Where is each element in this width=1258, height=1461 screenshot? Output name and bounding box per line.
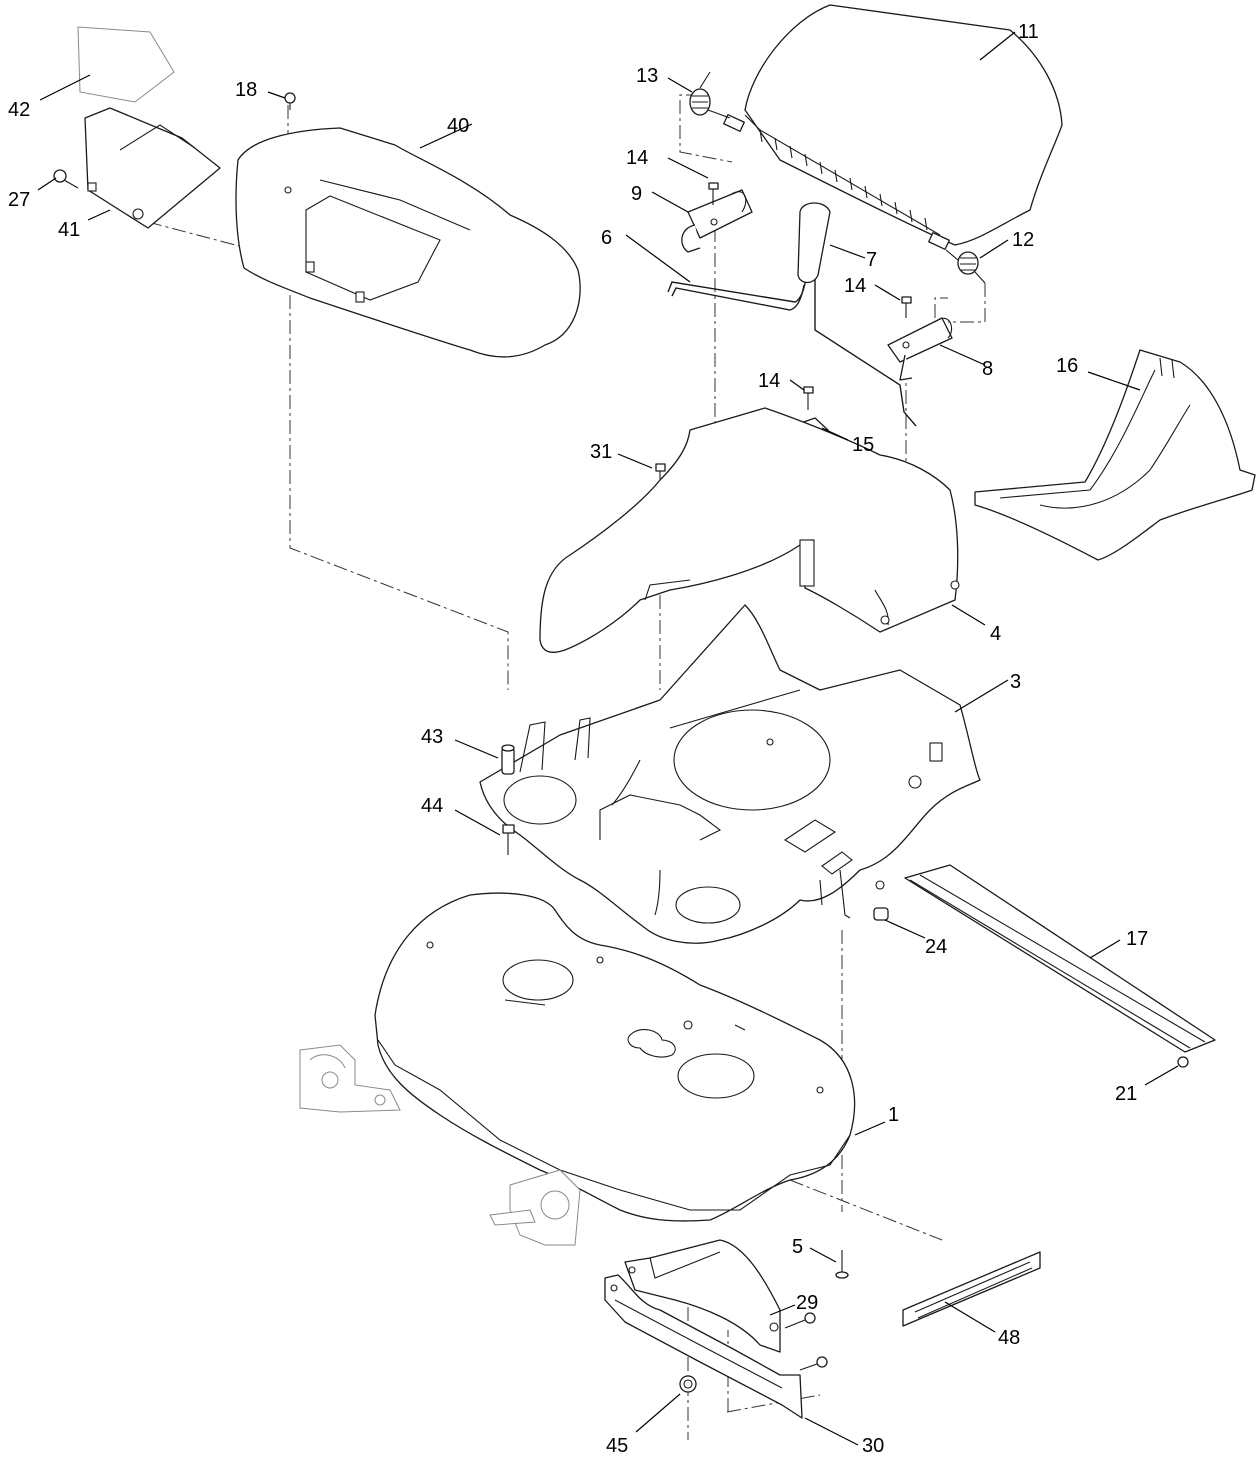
callout-21: 21: [1115, 1083, 1137, 1105]
part-17-guard-strip: [904, 864, 1216, 1053]
part-30-baffle: [604, 1274, 803, 1419]
callout-24: 24: [925, 936, 947, 958]
callout-6: 6: [601, 227, 612, 249]
part-24-bumper: [873, 907, 889, 921]
callout-41: 41: [58, 219, 80, 241]
part-43-spacer: [501, 744, 515, 775]
callout-42: 42: [8, 99, 30, 121]
part-48-decal: [902, 1251, 1041, 1327]
part-7-grip: [797, 202, 831, 284]
part-31-bolt: [655, 463, 666, 478]
callout-12: 12: [1012, 229, 1034, 251]
baffle-bolts: [784, 1312, 828, 1371]
callout-45: 45: [606, 1435, 628, 1457]
part-40-top-cover: [235, 127, 581, 358]
callout-17: 17: [1126, 928, 1148, 950]
part-1-deck-housing: [374, 892, 856, 1222]
spindle-assembly-left: [299, 1044, 401, 1113]
callout-9: 9: [631, 183, 642, 205]
callout-48: 48: [998, 1327, 1020, 1349]
callout-11: 11: [1018, 21, 1039, 43]
callout-13: 13: [636, 65, 658, 87]
callout-44: 44: [421, 795, 443, 817]
part-14-bolt-c: [803, 386, 814, 410]
part-27-bolt: [53, 169, 79, 189]
callout-27: 27: [8, 189, 30, 211]
part-5-bolt: [835, 1250, 849, 1279]
part-41-cover-plate: [84, 107, 221, 229]
callout-31: 31: [590, 441, 612, 463]
callout-30: 30: [862, 1435, 884, 1457]
callout-16: 16: [1056, 355, 1078, 377]
callout-5: 5: [792, 1236, 803, 1258]
part-16-discharge-chute: [974, 349, 1256, 561]
callout-labels: 42 27 41 18 40 11 13 14 9 6 7 12 14 8 14…: [8, 21, 1148, 1457]
part-9-bracket: [681, 189, 753, 253]
callout-14-b: 14: [844, 275, 866, 297]
callout-14-c: 14: [758, 370, 780, 392]
spindle-assembly-right: [489, 1169, 581, 1246]
part-3-mounting-plate: [479, 604, 981, 944]
part-14-bolt-a: [708, 182, 719, 205]
part-6-rod: [667, 270, 917, 427]
part-42-decal: [77, 26, 175, 103]
part-44-bolt: [502, 824, 515, 855]
callout-15: 15: [852, 434, 874, 456]
leader-lines: [37, 31, 1179, 1446]
part-14-bolt-b: [901, 296, 912, 318]
callout-3: 3: [1010, 671, 1021, 693]
callout-43: 43: [421, 726, 443, 748]
callout-4: 4: [990, 623, 1001, 645]
part-21-screw: [1177, 1056, 1189, 1068]
callout-14-a: 14: [626, 147, 648, 169]
part-13-spring: [689, 71, 731, 119]
part-12-spring: [945, 249, 986, 284]
part-11-deflector-chute: [723, 4, 1063, 250]
part-8-bracket: [887, 317, 953, 381]
callout-8: 8: [982, 358, 993, 380]
callout-29: 29: [796, 1292, 818, 1314]
callout-7: 7: [866, 249, 877, 271]
part-18-bolt: [284, 92, 296, 110]
part-4-belt-cover: [539, 407, 960, 653]
callout-40: 40: [447, 115, 469, 137]
part-45-nut: [679, 1375, 697, 1393]
callout-18: 18: [235, 79, 257, 101]
callout-1: 1: [888, 1104, 899, 1126]
part-29-baffle: [624, 1239, 781, 1353]
